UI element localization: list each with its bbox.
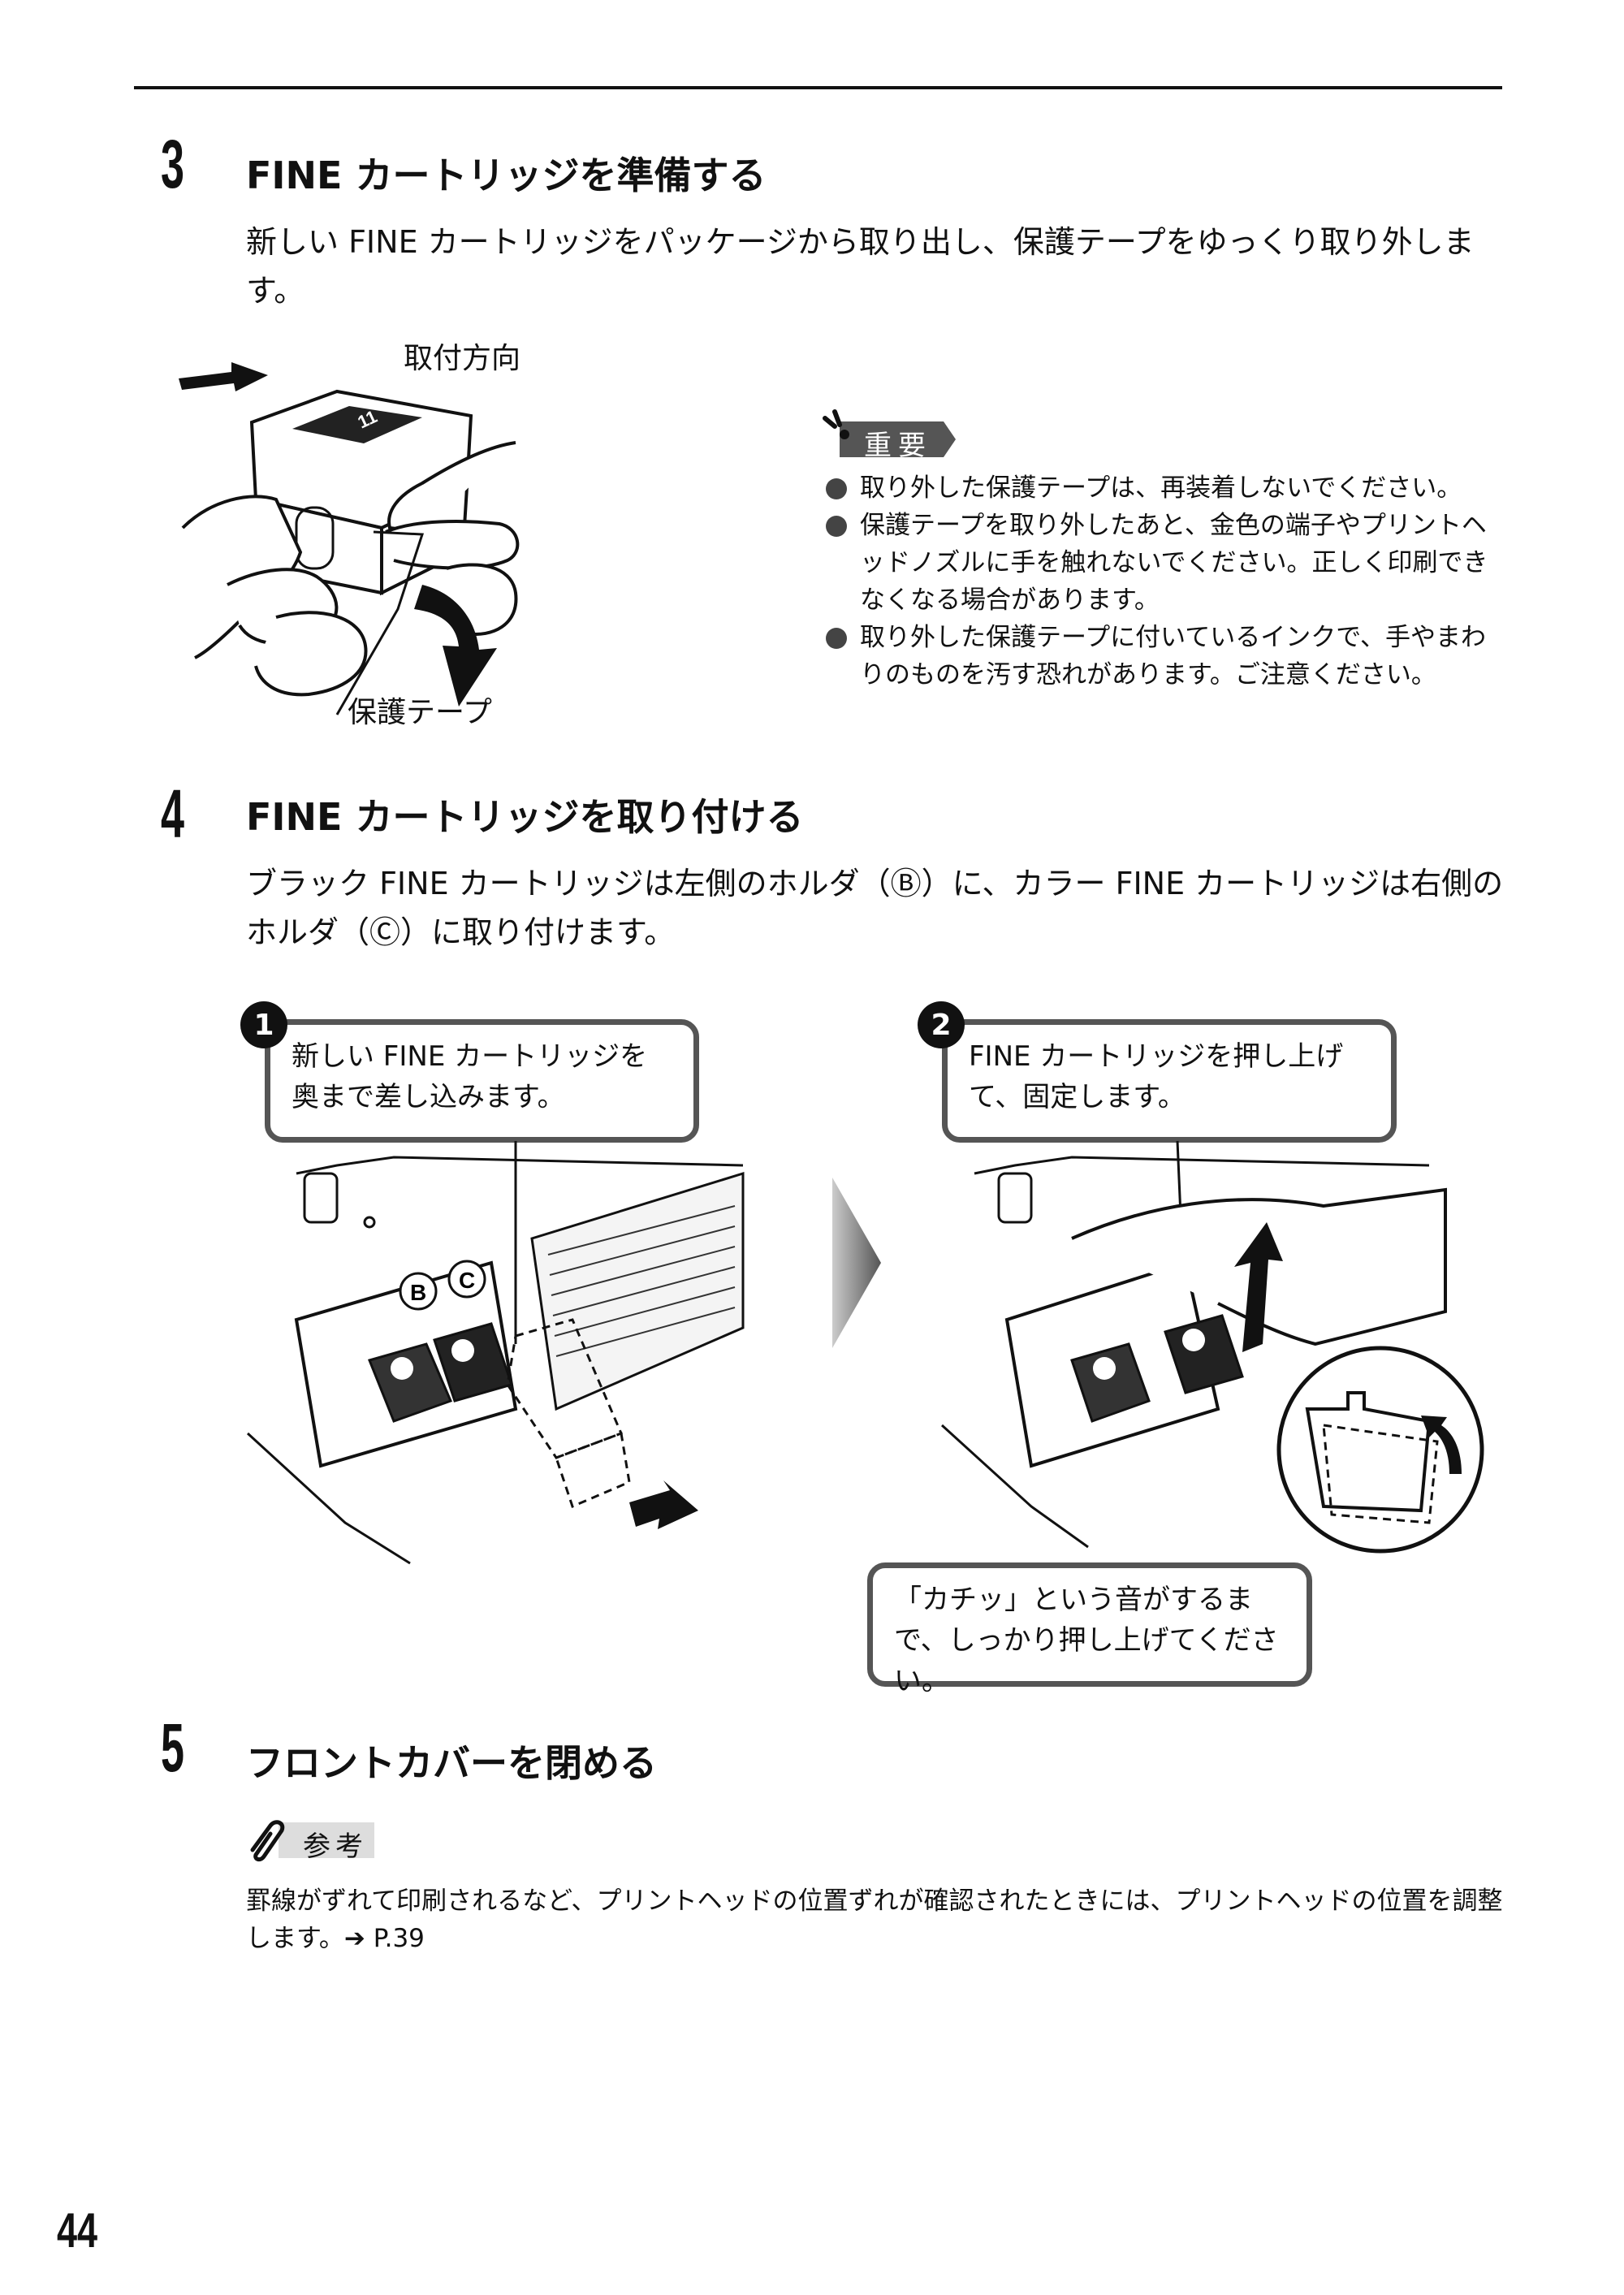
step-3-number: 3 [161, 126, 184, 202]
rotate-arrow-icon [1421, 1415, 1462, 1474]
reference-link[interactable]: ➔ P.39 [343, 1924, 425, 1953]
svg-text:C: C [459, 1268, 475, 1293]
important-icon [832, 409, 842, 427]
reference-label: 参考 [303, 1830, 368, 1863]
step-5-title: フロントカバーを閉める [246, 1741, 657, 1785]
step-3-title: FINE カートリッジを準備する [246, 153, 767, 197]
important-label: 重要 [864, 430, 932, 462]
callout-click-sound: 「カチッ」という音がするまで、しっかり押し上げてください。 [867, 1562, 1312, 1697]
label-protective-tape: 保護テープ [348, 696, 492, 729]
important-list: 取り外した保護テープは、再装着しないでください。 保護テープを取り外したあと、金… [824, 469, 1510, 694]
curved-arrow-icon [414, 585, 497, 707]
important-item: 保護テープを取り外したあと、金色の端子やプリントヘッドノズルに手を触れないでくだ… [824, 507, 1510, 619]
callout-push-up: FINE カートリッジを押し上げて、固定します。 [942, 1019, 1397, 1143]
step-4-body: ブラック FINE カートリッジは左側のホルダ（Ⓑ）に、カラー FINE カート… [246, 866, 1504, 950]
step-3-body: 新しい FINE カートリッジをパッケージから取り出し、保護テープをゆっくり取り… [246, 224, 1475, 309]
important-item: 取り外した保護テープに付いているインクで、手やまわりのものを汚す恐れがあります。… [824, 619, 1510, 694]
important-header: 重要 [822, 409, 960, 462]
page-number: 44 [57, 2203, 98, 2258]
important-item: 取り外した保護テープは、再装着しないでください。 [824, 469, 1510, 507]
next-step-arrow-icon [832, 1178, 881, 1348]
push-up-arrow-icon [1234, 1222, 1283, 1352]
printer-push-up-illustration [940, 1140, 1527, 1596]
cartridge-tape-illustration: 11 [179, 325, 520, 731]
insert-arrow-icon [629, 1480, 698, 1529]
step-4-number: 4 [161, 776, 184, 852]
reference-body: 罫線がずれて印刷されるなど、プリントヘッドの位置ずれが確認されたときには、プリン… [246, 1887, 1503, 1953]
callout-insert: 新しい FINE カートリッジを奥まで差し込みます。 [265, 1019, 699, 1143]
label-direction: 取付方向 [404, 342, 521, 375]
paperclip-icon [250, 1820, 285, 1862]
direction-arrow-icon [179, 362, 268, 391]
reference-header: 参考 [246, 1817, 376, 1865]
printer-insert-illustration: B C [246, 1141, 751, 1580]
step-5-number: 5 [161, 1709, 184, 1786]
reference-text: 罫線がずれて印刷されるなど、プリントヘッドの位置ずれが確認されたときには、プリン… [246, 1882, 1509, 1957]
top-rule [134, 86, 1502, 89]
step-badge-1: 1 [240, 1001, 287, 1048]
step-4-title: FINE カートリッジを取り付ける [246, 795, 804, 839]
step-badge-2: 2 [918, 1001, 965, 1048]
svg-text:B: B [410, 1280, 426, 1305]
